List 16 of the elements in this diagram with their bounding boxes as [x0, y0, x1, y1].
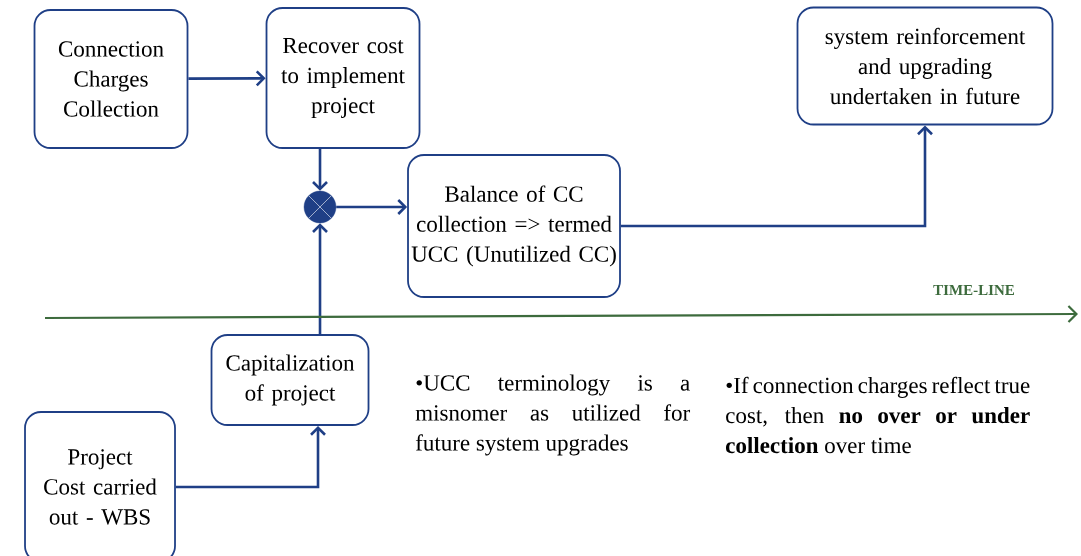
arrow [312, 148, 328, 191]
process-box: Connection Charges Collection [33, 9, 189, 149]
arrow [188, 70, 266, 87]
process-box: Project Cost carried out - WBS [24, 411, 176, 556]
process-box: Recover cost to implement project [265, 7, 421, 149]
arrow [312, 223, 328, 335]
note-text: •UCC terminology is a misnomer as utilized for future system upgrades [415, 374, 690, 456]
arrow [620, 125, 933, 228]
arrow [175, 425, 326, 489]
process-box: Capitalization of project [210, 334, 370, 426]
process-box: Balance of CC collection => termed UCC (Unutilized CC) [407, 154, 621, 298]
process-box: system reinforcement and upgrading undertaken in future [796, 6, 1054, 126]
note-text: •If connection charges reflect true cost, then no over or under collection over time [726, 376, 1030, 454]
timeline-label: TIME-LINE [933, 285, 1015, 295]
junction-circle [303, 190, 337, 224]
arrow [336, 199, 408, 215]
